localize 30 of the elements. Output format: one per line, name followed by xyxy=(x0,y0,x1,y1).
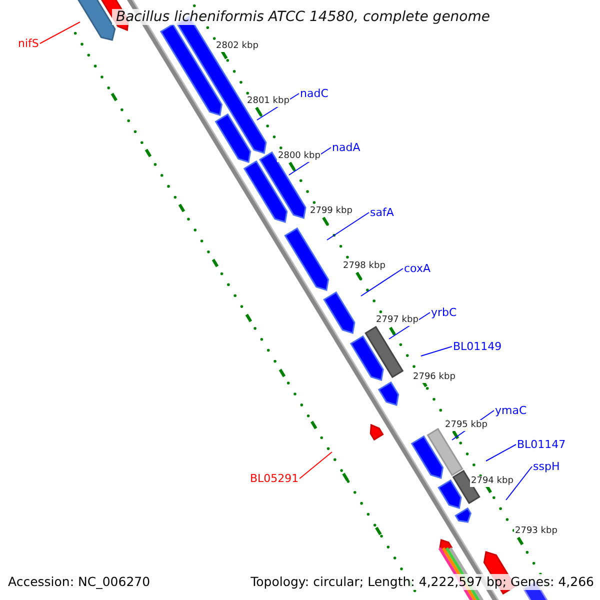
gene-label: sspH xyxy=(533,460,560,473)
tick-label: 2793 kbp xyxy=(514,526,558,537)
tick-label: 2800 kbp xyxy=(277,151,322,162)
leader-line xyxy=(360,268,404,296)
tick-label: 2798 kbp xyxy=(342,261,386,272)
leader-line xyxy=(506,466,532,500)
footer-text: Accession: NC_006270 xyxy=(8,574,150,590)
leader-line xyxy=(299,452,332,479)
gene-label: BL05291 xyxy=(250,472,299,485)
tick-label: 2802 kbp xyxy=(215,41,260,52)
tick-label: 2795 kbp xyxy=(444,420,488,431)
tick-label: 2796 kbp xyxy=(412,372,456,383)
tick-label: 2797 kbp xyxy=(375,315,420,326)
footer-text: Topology: circular; Length: 4,222,597 bp; Genes: 4,266 xyxy=(250,574,594,590)
gene-label: coxA xyxy=(404,262,430,275)
leader-line xyxy=(326,212,370,240)
gene-label: yrbC xyxy=(431,306,457,319)
tick-label: 2799 kbp xyxy=(309,206,354,217)
gene-label: nadC xyxy=(300,87,328,100)
gene-label: safA xyxy=(370,206,394,219)
tick-label: 2801 kbp xyxy=(246,96,290,107)
gene-label: nifS xyxy=(18,37,39,50)
gene-label: BL01149 xyxy=(453,340,502,353)
leader-line xyxy=(486,444,516,462)
gene-label: BL01147 xyxy=(517,438,566,451)
gene-label: ymaC xyxy=(495,404,527,417)
gene-label: nadA xyxy=(332,141,360,154)
leader-line xyxy=(420,346,452,356)
leader-line xyxy=(39,22,80,44)
tick-label: 2794 kbp xyxy=(470,476,514,487)
